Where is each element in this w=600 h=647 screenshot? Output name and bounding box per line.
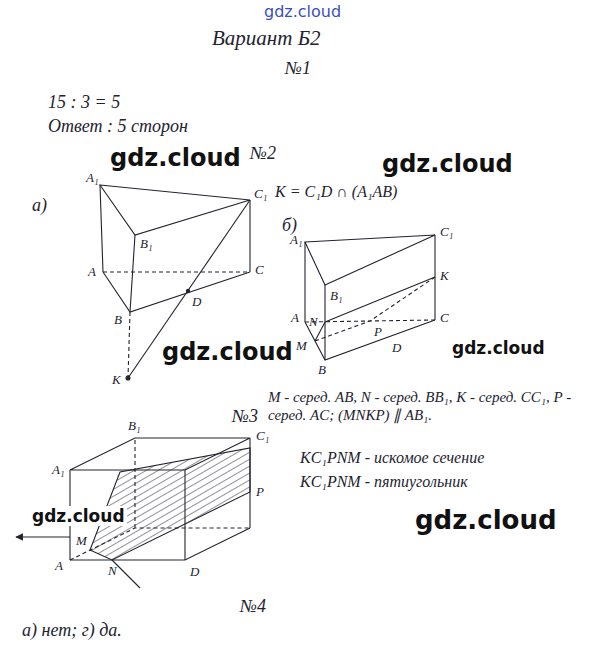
watermark: gdz.cloud [160,338,295,367]
watermark: gdz.cloud [108,144,243,173]
vertex-label: K [440,268,449,284]
handwritten-note: M - серед. AB, N - серед. BB₁, K - серед… [268,388,590,424]
vertex-label: P [256,484,264,500]
watermark: gdz.cloud [30,506,127,526]
vertex-label: N [309,314,318,330]
vertex-label: M [296,338,307,354]
vertex-label: C₁ [440,224,453,240]
handwritten-text: №3 [232,406,258,428]
vertex-label: D [192,294,201,310]
vertex-label: M [76,533,87,549]
vertex-label: C₁ [256,428,269,444]
handwritten-text: а) нет; г) да. [22,620,122,642]
handwritten-text: №2 [250,143,276,165]
parallelepiped [16,438,250,588]
vertex-label: P [374,324,382,340]
vertex-label: A [88,264,96,280]
vertex-label: C [440,310,449,326]
vertex-label: A₁ [290,232,302,248]
vertex-label: A₁ [86,170,98,186]
vertex-label: K [112,372,121,388]
watermark: gdz.cloud [380,150,515,179]
handwritten-text: а) [32,195,47,217]
vertex-label: N [108,563,117,579]
prism-b [305,235,435,360]
vertex-label: A [55,558,63,574]
handwritten-text: 15 : 3 = 5 [48,92,120,114]
vertex-label: C [255,262,264,278]
vertex-label: D [190,564,199,580]
vertex-label: B [114,312,122,328]
vertex-label: B₁ [140,236,152,252]
watermark: gdz.cloud [413,505,559,536]
vertex-label: A₁ [52,462,64,478]
handwritten-text: K = C₁D ∩ (A₁AB) [275,182,397,201]
handwritten-text: №4 [240,596,266,618]
handwritten-text: Ответ : 5 сторон [48,116,188,138]
vertex-label: A [291,310,299,326]
vertex-label: D [392,340,401,356]
vertex-label: B₁ [330,288,342,304]
vertex-label: B₁ [128,418,140,434]
vertex-label: B [318,362,326,378]
watermark: gdz.cloud [450,338,547,358]
handwritten-text: KC₁PNM - пятиугольник [300,472,468,491]
handwritten-text: №1 [285,58,311,80]
page-heading: Вариант Б2 [212,26,321,51]
watermark: gdz.cloud [262,2,343,21]
vertex-label: C₁ [254,186,267,202]
handwritten-text: KC₁PNM - искомое сечение [300,448,484,467]
